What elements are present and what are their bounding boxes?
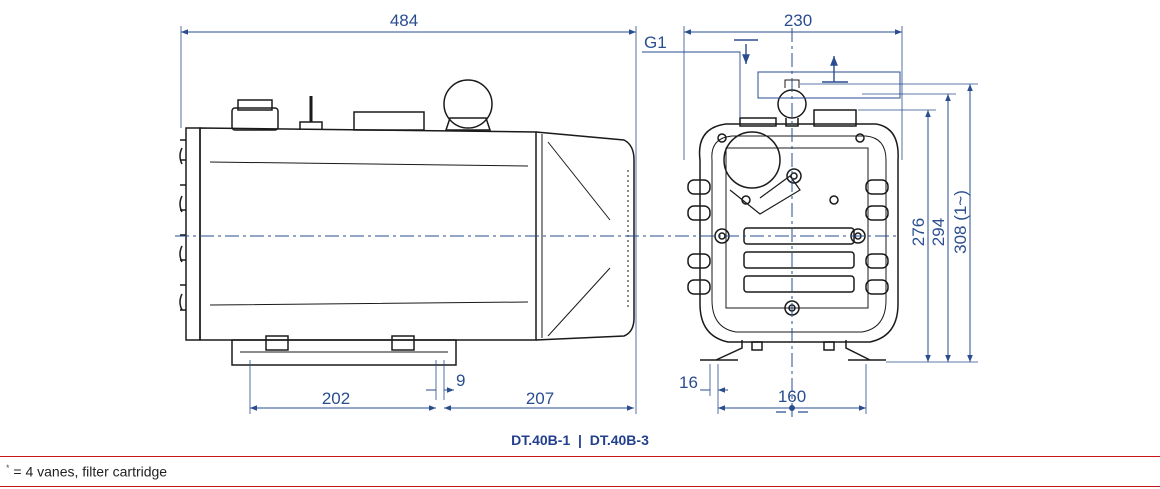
- flow-arrows: [734, 39, 901, 99]
- dim-9-label: 9: [456, 371, 465, 390]
- divider-bottom: [0, 486, 1160, 487]
- footnote: * = 4 vanes, filter cartridge: [6, 463, 167, 480]
- footnote-marker: *: [6, 463, 10, 473]
- caption-separator: |: [578, 432, 582, 448]
- dim-294-label: 294: [929, 218, 948, 246]
- pump-front-view: [687, 79, 899, 361]
- dim-276-label: 276: [909, 218, 928, 246]
- dim-230-label: 230: [784, 11, 812, 30]
- model-a-label: DT.40B-1: [511, 432, 571, 448]
- footnote-text: = 4 vanes, filter cartridge: [13, 463, 168, 480]
- dim-g1-label: G1: [644, 33, 667, 52]
- dim-308-label: 308 (1~): [951, 190, 970, 254]
- dim-202-label: 202: [322, 389, 350, 408]
- model-caption: DT.40B-1 | DT.40B-3: [0, 432, 1160, 448]
- pump-side-view: [179, 79, 635, 366]
- dim-g1-leader: [642, 51, 741, 118]
- dim-207-label: 207: [526, 389, 554, 408]
- dim-484-label: 484: [390, 11, 418, 30]
- dim-16-label: 16: [679, 373, 698, 392]
- dim-160-label: 160: [778, 387, 806, 406]
- divider-top: [0, 456, 1160, 457]
- technical-drawing: 484 230 G1 202 9 207 16 160 276 294 308 …: [175, 11, 978, 420]
- model-b-label: DT.40B-3: [589, 432, 649, 448]
